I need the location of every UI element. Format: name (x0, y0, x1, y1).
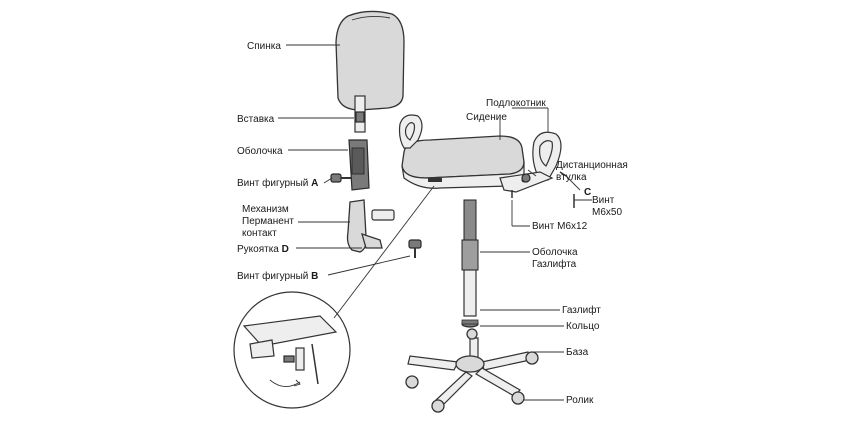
label-screw-a: Винт фигурный A (237, 177, 318, 189)
detail-inset (233, 291, 351, 409)
seat (401, 135, 525, 189)
label-base: База (566, 347, 589, 358)
screw-a (330, 173, 352, 183)
label-ring: Кольцо (566, 321, 600, 332)
label-shell: Оболочка (237, 145, 283, 157)
label-screw-m6x50-line2: M6x50 (592, 207, 622, 218)
label-mechanism-line2: Перманент (242, 216, 294, 227)
label-spacer-line1: Дистанционная (556, 160, 628, 171)
label-seat: Сидение (466, 112, 507, 123)
label-handle: Рукоятка D (237, 244, 289, 255)
gaslift (463, 269, 477, 317)
bracket (499, 171, 575, 208)
ring (461, 319, 479, 328)
label-mechanism-line1: Механизм (242, 204, 289, 215)
label-screw-m6x12: Винт M6x12 (532, 221, 588, 232)
label-letter-c: C (584, 187, 591, 198)
gaslift-shell (461, 199, 479, 271)
label-insert: Вставка (237, 114, 275, 125)
label-screw-b: Винт фигурный B (237, 270, 318, 282)
right-armrest (532, 131, 562, 181)
backrest (335, 10, 405, 111)
leader-lines (278, 44, 592, 401)
insert-tube (354, 95, 366, 133)
screw-b (408, 239, 422, 258)
label-caster: Ролик (566, 395, 594, 406)
left-armrest (398, 114, 423, 149)
shell-part (348, 139, 370, 191)
label-backrest: Спинка (247, 41, 281, 52)
label-screw-m6x50-line1: Винт (592, 195, 615, 206)
label-gaslift-shell-line1: Оболочка (532, 246, 578, 258)
label-gaslift-shell-line2: Газлифта (532, 258, 577, 270)
label-armrest: Подлокотник (486, 98, 546, 109)
label-gaslift: Газлифт (562, 304, 601, 316)
label-spacer-line2: втулка (556, 172, 587, 183)
base (405, 328, 539, 413)
inset-pointer (333, 185, 435, 319)
mechanism (346, 199, 395, 253)
label-mechanism-line3: контакт (242, 228, 277, 239)
